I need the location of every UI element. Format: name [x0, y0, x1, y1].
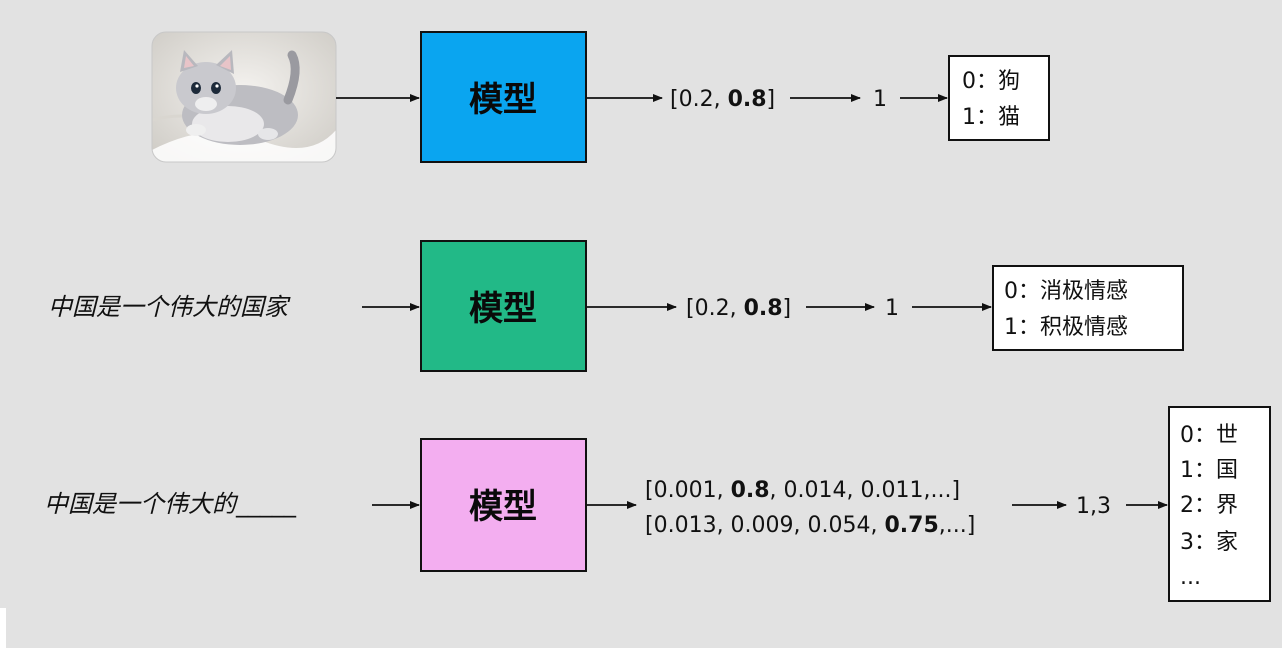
label-mapping-item: 1：积极情感: [1004, 315, 1128, 340]
label-mapping-item: 1：猫: [962, 105, 1020, 130]
model-label: 模型: [469, 80, 537, 120]
output-vector: [0.2, 0.8]: [670, 87, 775, 112]
output-vector: [0.2, 0.8]: [686, 296, 791, 321]
label-mapping-item: 0：狗: [962, 69, 1020, 94]
input-sentence: 中国是一个伟大的国家: [48, 293, 291, 321]
label-mapping-item: 2：界: [1180, 493, 1238, 518]
model-box-blue: [420, 31, 587, 163]
model-box-green: [420, 240, 587, 372]
input-sentence: 中国是一个伟大的_____: [44, 490, 297, 518]
result-index: 1: [885, 296, 899, 321]
model-label: 模型: [469, 289, 537, 329]
label-mapping-item: 1：国: [1180, 458, 1238, 483]
model-box-pink: [420, 438, 587, 572]
output-vector-line: [0.001, 0.8, 0.014, 0.011,...]: [645, 478, 960, 503]
result-index: 1: [873, 87, 887, 112]
label-mapping-item: 0：世: [1180, 423, 1238, 448]
label-mapping-box: [992, 265, 1184, 351]
cat-photo: [151, 31, 337, 163]
output-vector-line: [0.013, 0.009, 0.054, 0.75,...]: [645, 513, 975, 538]
label-mapping-item: 0：消极情感: [1004, 279, 1128, 304]
label-mapping-item: 3：家: [1180, 530, 1238, 555]
result-index: 1,3: [1076, 494, 1111, 519]
page-corner: [0, 608, 6, 648]
model-label: 模型: [469, 487, 537, 527]
label-mapping-box: [1168, 406, 1271, 602]
label-mapping-item: ...: [1180, 565, 1201, 590]
label-mapping-box: [948, 55, 1050, 141]
